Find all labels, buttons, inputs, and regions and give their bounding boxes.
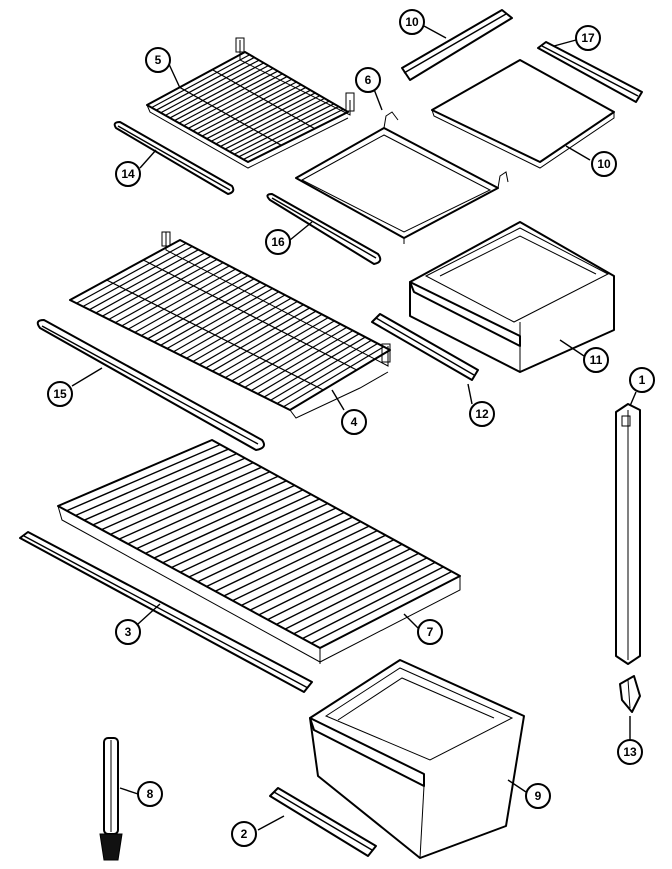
trim-strip-17 (537, 41, 643, 103)
svg-text:1: 1 (639, 373, 646, 387)
svg-text:2: 2 (241, 827, 248, 841)
callout-4: 4 (341, 409, 367, 435)
callout-15: 15 (47, 381, 73, 407)
callout-17: 17 (575, 25, 601, 51)
callout-12: 12 (469, 401, 495, 427)
callout-5: 5 (145, 47, 171, 73)
glass-shelf-ribbed (57, 439, 461, 664)
callout-14: 14 (115, 161, 141, 187)
svg-text:14: 14 (121, 167, 135, 181)
wire-shelf-small (146, 37, 355, 169)
callout-7: 7 (417, 619, 443, 645)
callout-2: 2 (231, 821, 257, 847)
glass-panel (431, 59, 615, 169)
callout-13: 13 (617, 739, 643, 765)
shelf-trim-rod-medium (266, 193, 382, 265)
svg-text:17: 17 (581, 31, 595, 45)
callout-8: 8 (137, 781, 163, 807)
svg-text:3: 3 (125, 625, 132, 639)
svg-text:9: 9 (535, 789, 542, 803)
svg-text:4: 4 (351, 415, 358, 429)
divider-post (99, 737, 123, 861)
callout-3: 3 (115, 619, 141, 645)
shelf-trim-rod-short (113, 121, 235, 195)
callout-10-panel: 10 (591, 151, 617, 177)
crisper-drawer-lower (309, 659, 525, 859)
callout-10-top: 10 (399, 9, 425, 35)
callout-9: 9 (525, 783, 551, 809)
crisper-rail-upper (371, 313, 479, 381)
svg-text:6: 6 (365, 73, 372, 87)
callout-16: 16 (265, 229, 291, 255)
clip-bracket (619, 675, 641, 713)
svg-text:8: 8 (147, 787, 154, 801)
crisper-rail-lower (269, 787, 377, 857)
svg-text:10: 10 (405, 15, 419, 29)
wire-shelf-large (69, 231, 391, 419)
callout-6: 6 (355, 67, 381, 93)
svg-text:16: 16 (271, 235, 285, 249)
svg-text:5: 5 (155, 53, 162, 67)
crisper-drawer-upper (409, 221, 615, 373)
vertical-rail (615, 403, 641, 665)
shelf-trim-rod-long (36, 319, 265, 451)
front-trim-long (19, 531, 313, 693)
svg-text:11: 11 (590, 353, 603, 367)
svg-text:10: 10 (597, 157, 611, 171)
svg-text:13: 13 (623, 745, 637, 759)
leader-lines (71, 25, 637, 831)
svg-text:7: 7 (427, 625, 434, 639)
trim-piece-top (401, 9, 513, 81)
svg-text:12: 12 (475, 407, 489, 421)
callout-1: 1 (629, 367, 655, 393)
callout-11: 11 (583, 347, 609, 373)
svg-text:15: 15 (53, 387, 67, 401)
shelf-frame-small (295, 111, 509, 244)
